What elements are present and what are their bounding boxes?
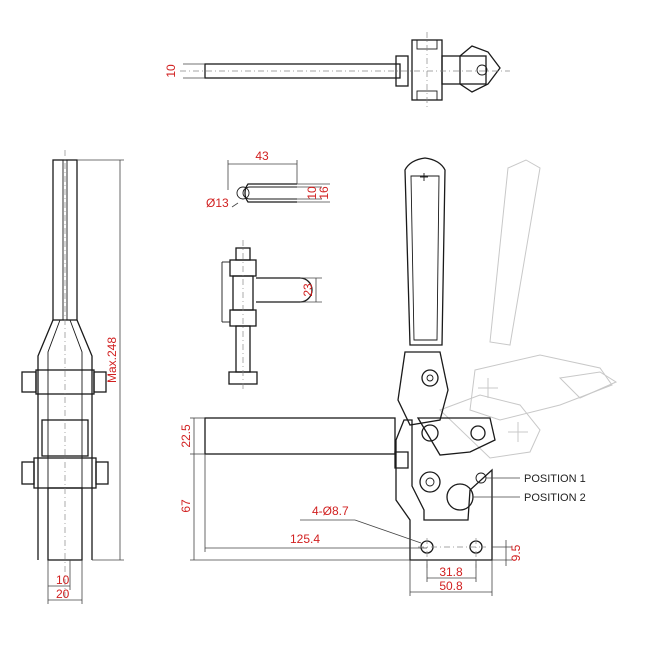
front-view-stop-nut [394, 451, 409, 469]
top-view-arm-tip [459, 45, 501, 93]
top-view-handle-bar [204, 63, 401, 79]
side-view-upper-nut-left [21, 371, 37, 393]
side-view-lower-nut-right [95, 461, 109, 485]
side-view-flare [37, 319, 93, 560]
position-1-label: POSITION 1 [524, 473, 586, 485]
front-view-arm [416, 417, 496, 456]
front-view-body [395, 419, 493, 561]
front-view [204, 157, 496, 568]
front-view-upper-pivot [421, 369, 439, 387]
slot-detail-hole [236, 186, 250, 200]
top-view: 10 [164, 32, 510, 108]
side-inner-label: 10 [56, 573, 70, 587]
front-view-mid-pivot [421, 424, 439, 442]
slot-detail-outline [244, 183, 297, 203]
base-length-label: 125.4 [290, 532, 320, 546]
front-view-dimensions: 22.5 67 125.4 4-Ø8.7 9.5 31.8 50.8 POSIT… [179, 417, 586, 596]
slot-width-large-label: 16 [317, 186, 331, 200]
spindle-height-label: 23 [301, 283, 315, 297]
base-height-label: 67 [179, 499, 193, 513]
top-view-collar [395, 55, 409, 87]
slot-length-label: 43 [255, 149, 269, 163]
position-1-marker [475, 472, 487, 484]
top-thickness-label: 10 [164, 64, 178, 78]
slot-detail: 43 Ø13 10 16 [206, 149, 331, 210]
side-view-upper-nut-right [93, 371, 107, 393]
front-view-arm-pivot [470, 425, 486, 441]
slot-detail-slot [242, 186, 297, 200]
front-view-handle [404, 157, 446, 346]
base-width-label: 50.8 [439, 579, 463, 593]
base-offset-label: 22.5 [179, 424, 193, 448]
side-view: Max.248 10 20 [21, 150, 124, 604]
top-view-arm [441, 55, 487, 85]
hole-dia-label: Ø13 [206, 196, 229, 210]
slot-width-small-label: 10 [305, 186, 319, 200]
spindle-detail: 23 [221, 240, 322, 390]
front-view-lower-pivot [419, 471, 441, 493]
side-view-lower-nut-left [21, 461, 35, 485]
position-2-label: POSITION 2 [524, 492, 586, 504]
front-view-spindle-bar [204, 417, 396, 455]
top-view-pivot-hole [476, 64, 488, 76]
side-outer-label: 20 [56, 587, 70, 601]
hole-spacing-label: 31.8 [439, 565, 463, 579]
ghost-handle [489, 159, 541, 346]
max-height-label: Max.248 [105, 337, 119, 383]
mount-holes-label: 4-Ø8.7 [312, 504, 349, 518]
front-view-upper-link [397, 351, 449, 426]
ghost-open-position [439, 159, 618, 459]
hole-vertical-label: 9.5 [509, 544, 523, 561]
